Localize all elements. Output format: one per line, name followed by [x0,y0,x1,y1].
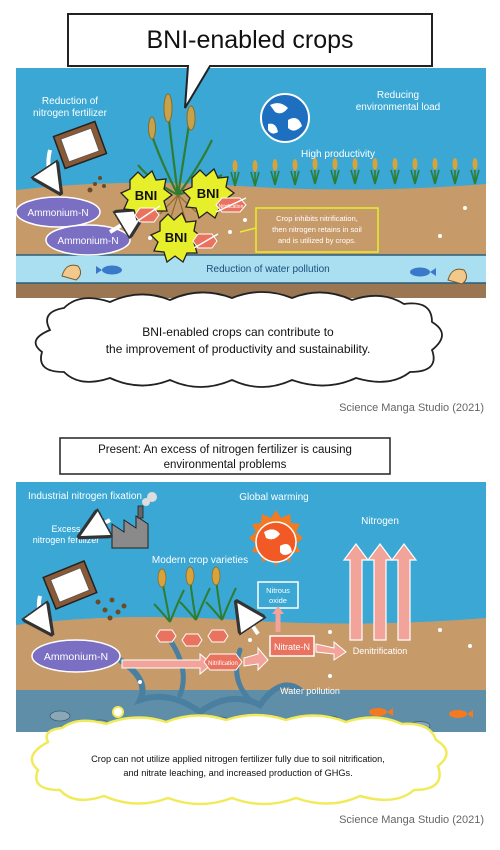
nitrogen-label: Nitrogen [361,516,399,527]
nitrate-label: Nitrate-N [274,642,310,652]
nitrous-oxide-line2: oxide [269,596,287,605]
bni-crop-icon [137,93,223,223]
top-panel: BNI-enabled crops Reduction of nitrogen … [15,13,486,414]
nitrification-label: Nitrification [208,661,238,667]
arrow-right-icon-2 [243,646,269,672]
bottom-summary-cloud [30,713,448,806]
present-title-box [59,437,391,475]
fish-icon-2 [410,267,436,277]
crop-note-line1: Crop inhibits nitrification, [276,214,358,223]
fish-icon-4 [449,710,473,718]
high-productivity: High productivity [301,149,375,160]
top-water [16,255,486,283]
fish-icon-1 [96,265,122,275]
crop-note-line3: and is utilized by crops. [278,236,356,245]
modern-crops-label: Modern crop varieties [152,555,248,566]
arrow-down-icon [48,149,55,185]
bottom-credit: Science Manga Studio (2021) [339,814,484,826]
ammonium-label-2: Ammonium-N [57,236,118,247]
nitrogen-up-arrows [342,543,418,641]
ammonium-badge-1 [15,196,101,228]
bottom-summary-line2: and nitrate leaching, and increased prod… [123,768,352,778]
water-pollution-reduction: Reduction of water pollution [206,264,329,275]
nitrous-oxide-line1: Nitrous [266,586,290,595]
top-credit: Science Manga Studio (2021) [339,402,484,414]
bni-burst-1: BNI [119,169,174,222]
industrial-fixation: Industrial nitrogen fixation [28,491,142,502]
ammonium-badge-2 [45,224,131,256]
nitrification-hexagon-3 [192,233,219,249]
crop-note-line2: then nitrogen retains in soil [272,225,362,234]
bottom-summary-line1: Crop can not utilize applied nitrogen fe… [91,754,385,764]
hot-earth-icon [249,510,303,566]
nitrate-box [269,635,315,657]
present-title-line2: environmental problems [164,459,287,471]
nitrification-small-label: Nitrification [219,204,244,210]
reduction-fertilizer-line2: nitrogen fertilizer [33,108,108,119]
nitrification-hexagon-1 [134,205,161,223]
fertilizer-bag-icon [52,120,108,170]
bottom-panel: Present: An excess of nitrogen fertilize… [16,437,486,826]
ammonium-label-1: Ammonium-N [27,208,88,219]
excess-line2: nitrogen fertilizer [33,535,100,545]
top-title: BNI-enabled crops [146,26,353,54]
arrow-to-crops-icon [242,610,258,634]
nitrification-hexagon [203,653,243,671]
shell-icon-2 [447,268,468,285]
crop-note-box [255,207,379,253]
nitrification-hexagon-2: Nitrification [215,197,247,213]
shell-icon [61,264,82,281]
excess-line1: Excess [51,524,81,534]
water-pollution-label: Water pollution [280,686,340,696]
reducing-load-line1: Reducing [377,90,419,101]
fertilizer-bag-icon-2 [42,560,98,610]
reduction-fertilizer-line1: Reduction of [42,96,98,107]
bni-text-1: BNI [135,188,157,203]
arrow-right-icon-3 [315,640,347,661]
globe-icon [260,93,310,143]
reducing-load-line2: environmental load [356,102,441,113]
arrow-up-right-icon [108,215,138,232]
ammonium-badge-bottom [31,639,121,673]
top-summary-line1: BNI-enabled crops can contribute to [142,325,334,339]
ammonium-label-bottom: Ammonium-N [44,651,108,663]
title-bubble [67,13,433,109]
crop-row [230,166,480,187]
denitrification-label: Denitrification [353,646,408,656]
summary-cloud [34,291,443,388]
fish-icon-3 [369,708,393,716]
arrow-down-icon-2 [39,595,46,626]
global-warming-label: Global warming [239,492,308,503]
present-title-line1: Present: An excess of nitrogen fertilize… [98,444,352,456]
arrow-right-icon-1 [121,652,213,676]
top-summary-line2: the improvement of productivity and sust… [106,342,371,356]
bni-text-3: BNI [165,230,187,245]
bni-burst-3: BNI [149,211,204,264]
arrow-left-icon [88,520,110,532]
factory-icon [111,492,157,549]
bni-text-2: BNI [197,186,219,201]
